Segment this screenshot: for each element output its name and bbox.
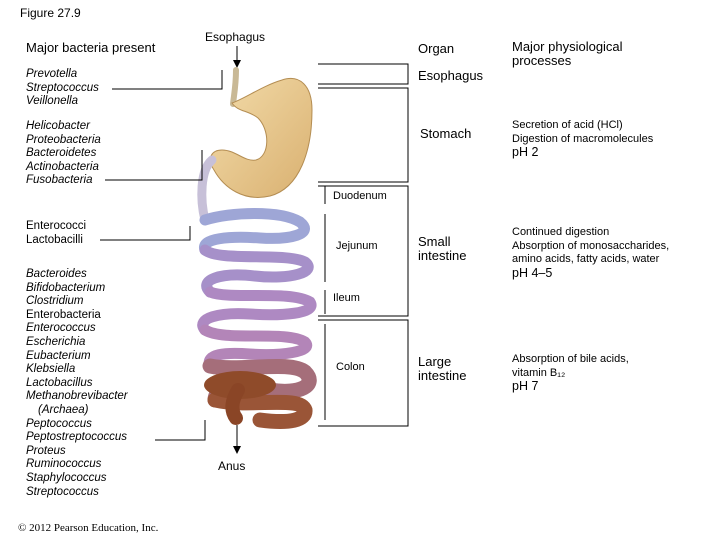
bacteria-leader-lines [100, 70, 223, 441]
bacteria-header: Major bacteria present [26, 40, 156, 55]
ph-large-intestine: pH 7 [512, 379, 539, 394]
jejunum-label: Jejunum [336, 240, 378, 252]
figure-label: Figure 27.9 [20, 6, 81, 20]
duodenum-tube [197, 155, 217, 225]
anus-arrowhead [233, 446, 241, 454]
colon-label: Colon [336, 361, 365, 373]
bacteria-list-large-intestine: Bacteroides Bifidobacterium Clostridium … [26, 268, 128, 498]
organ-esophagus: Esophagus [418, 68, 484, 83]
copyright: © 2012 Pearson Education, Inc. [18, 522, 159, 534]
processes-stomach: Secretion of acid (HCl) Digestion of mac… [512, 119, 654, 160]
organ-header: Organ [418, 41, 455, 56]
processes-small-intestine: Continued digestion Absorption of monosa… [512, 226, 670, 280]
processes-large-intestine: Absorption of bile acids, vitamin B₁₂ pH… [512, 353, 629, 394]
bacteria-list-small-intestine: Enterococci Lactobacilli [26, 220, 87, 246]
bacteria-list-stomach: Helicobacter Proteobacteria Bacteroidete… [26, 120, 101, 187]
duodenum-label: Duodenum [333, 190, 387, 202]
stomach-shape [209, 78, 313, 198]
esophagus-tube [230, 67, 239, 107]
rectum-shape [225, 383, 245, 425]
organ-small-intestine: Small intestine [418, 234, 467, 263]
esophagus-label: Esophagus [205, 30, 266, 44]
organ-large-intestine: Large intestine [418, 354, 467, 383]
ph-stomach: pH 2 [512, 145, 539, 160]
bacteria-list-esophagus: Prevotella Streptococcus Veillonella [26, 68, 99, 108]
organ-brackets [318, 63, 409, 427]
anus-label: Anus [218, 459, 246, 473]
organ-stomach: Stomach [420, 126, 472, 141]
small-intestine-coils [197, 208, 317, 372]
processes-header: Major physiological processes [512, 39, 623, 68]
ileum-label: Ileum [333, 292, 360, 304]
esophagus-arrowhead [233, 60, 241, 68]
ph-small-intestine: pH 4–5 [512, 265, 553, 280]
